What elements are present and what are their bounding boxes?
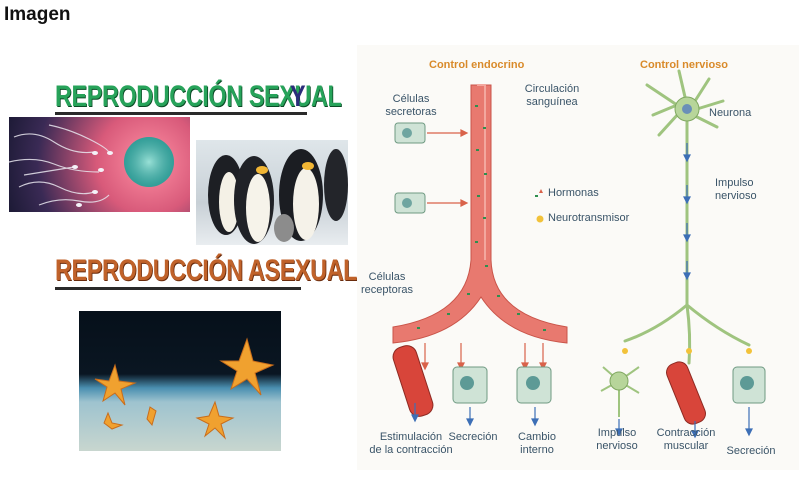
outcome-internal-change-line-2: interno — [520, 444, 554, 456]
page-title: Imagen — [4, 4, 71, 25]
outcome-muscle-contraction-label: Contracción muscular — [651, 427, 721, 453]
nerve-impulse-label: Impulso nervioso — [715, 177, 757, 203]
outcome-contraction-line-2: de la contracción — [369, 444, 453, 456]
sperm-egg-image — [9, 117, 190, 212]
secretory-cells-line-1: Células — [392, 93, 430, 105]
endocrine-control-title: Control endocrino — [429, 59, 525, 71]
outcome-nerve-impulse-line-2: nervioso — [596, 440, 638, 452]
blood-circulation-line-2: sanguínea — [526, 96, 578, 108]
outcome-contraction-line-1: Estimulación — [379, 431, 443, 443]
nerve-impulse-line-1: Impulso — [715, 177, 754, 189]
outcome-muscle-contraction-line-2: muscular — [663, 440, 709, 452]
outcome-contraction-label: Estimulación de la contracción — [361, 431, 461, 457]
nervous-control-title: Control nervioso — [640, 59, 729, 71]
starfish-image — [79, 311, 281, 451]
outcome-nerve-impulse-label: Impulso nervioso — [589, 427, 645, 453]
blood-circulation-label: Circulación sanguínea — [517, 83, 587, 109]
outcome-internal-change-line-1: Cambio — [518, 431, 556, 443]
heading-underline — [55, 112, 307, 115]
legend-hormones: Hormonas — [548, 187, 599, 199]
outcome-secretion-2-label: Secreción — [726, 445, 776, 457]
receptor-cells-line-1: Células — [368, 271, 406, 283]
legend-neurotransmitter: Neurotransmisor — [548, 212, 630, 224]
blood-circulation-line-1: Circulación — [524, 83, 580, 95]
outcome-internal-change-label: Cambio interno — [509, 431, 565, 457]
outcome-nerve-impulse-line-1: Impulso — [597, 427, 637, 439]
heading-sexual-reproduction: REPRODUCCIÓN SEXUAL — [55, 80, 342, 113]
control-diagram: Control endocrino Control nervioso Célul… — [357, 45, 799, 470]
outcome-muscle-contraction-line-1: Contracción — [656, 427, 716, 439]
secretory-cells-line-2: secretoras — [385, 106, 437, 118]
nerve-impulse-line-2: nervioso — [715, 190, 757, 202]
penguins-image — [196, 140, 348, 245]
outcome-secretion-label: Secreción — [448, 431, 498, 443]
heading-conjunction: Y — [290, 80, 306, 113]
heading-asexual-reproduction: REPRODUCCIÓN ASEXUAL — [55, 254, 358, 287]
receptor-cells-label: Células receptoras — [357, 271, 417, 297]
secretory-cells-label: Células secretoras — [381, 93, 441, 119]
neuron-label: Neurona — [709, 107, 752, 119]
receptor-cells-line-2: receptoras — [361, 284, 413, 296]
heading-underline — [55, 287, 301, 290]
